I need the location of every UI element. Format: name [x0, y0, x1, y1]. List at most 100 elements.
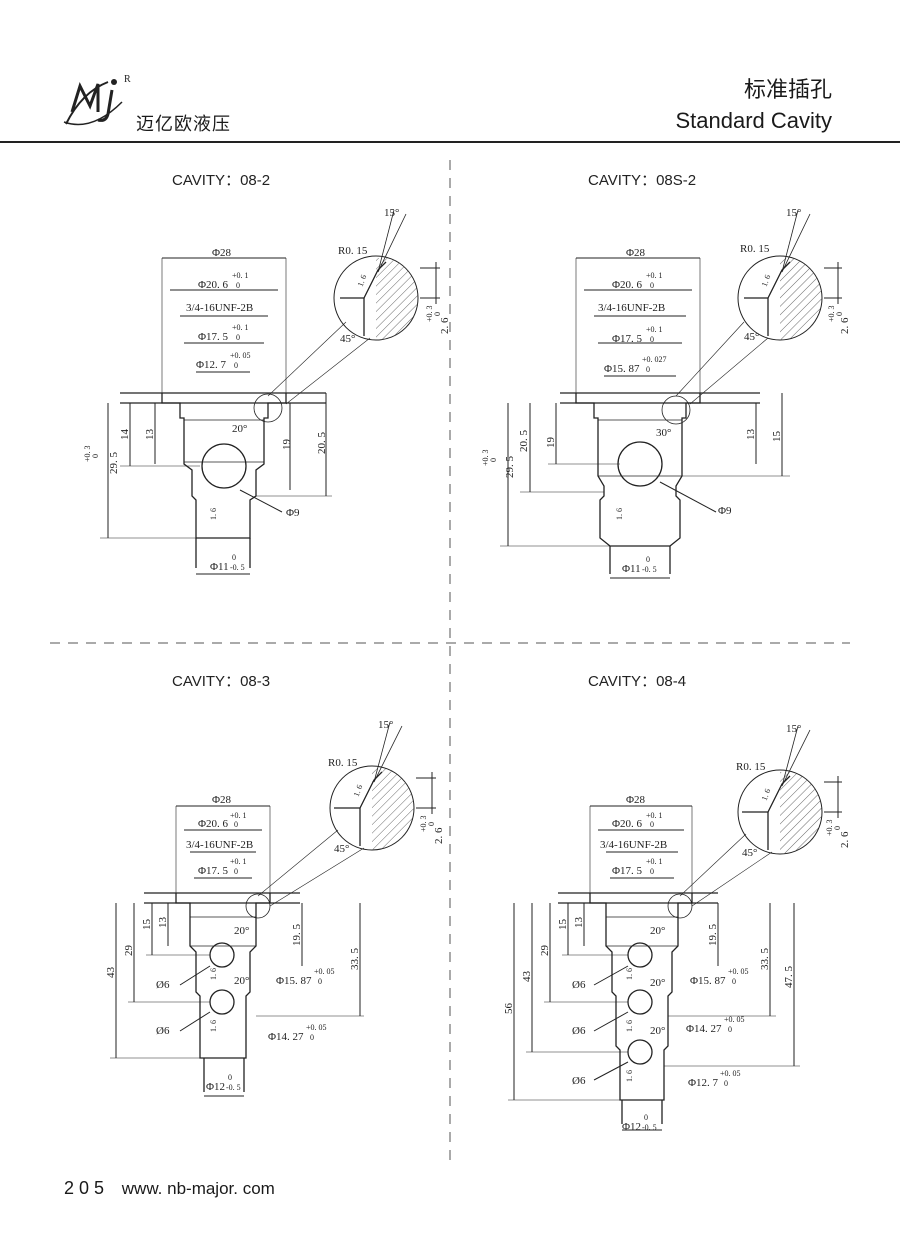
dim-tolerance: 0	[234, 361, 238, 370]
dim-tolerance: +0. 05	[724, 1015, 745, 1024]
dim-label: Φ9	[286, 507, 300, 519]
dim-label: Φ12	[622, 1121, 641, 1133]
dim-tolerance: +0. 027	[642, 355, 667, 364]
dim-tolerance: +0. 3	[825, 819, 834, 836]
dim-label: Φ11	[210, 561, 229, 573]
dim-label: Φ28	[626, 794, 646, 806]
page-title-en: Standard Cavity	[675, 108, 832, 133]
roughness-label: 1. 6	[356, 273, 369, 287]
dim-label: 56	[503, 1003, 515, 1015]
detail-angle: 15°	[786, 723, 801, 735]
dim-tolerance: 0	[835, 312, 844, 316]
dim-tolerance: +0. 05	[720, 1069, 741, 1078]
roughness-label: 1. 6	[625, 1020, 634, 1032]
dim-tolerance: 0	[489, 458, 498, 462]
dim-label: 20°	[234, 975, 249, 987]
dim-label: 13	[573, 917, 585, 929]
dim-tolerance: +0. 3	[481, 449, 490, 466]
dim-label: 15	[557, 919, 569, 931]
page-number: 205	[64, 1178, 110, 1198]
registered-mark: R	[124, 74, 131, 85]
dim-label: 33. 5	[349, 948, 361, 971]
dim-label: Φ15. 87	[604, 363, 640, 375]
dim-label: Φ17. 5	[612, 865, 643, 877]
dim-tolerance: 0	[427, 822, 436, 826]
dim-label: 3/4-16UNF-2B	[186, 839, 253, 851]
page-header: R 迈亿欧液压 标准插孔 Standard Cavity	[0, 0, 900, 145]
page-footer: 205 www. nb-major. com	[64, 1178, 275, 1199]
dim-tolerance: +0. 05	[230, 351, 251, 360]
dim-label: Φ14. 27	[268, 1031, 304, 1043]
dim-label: Φ9	[718, 505, 732, 517]
dim-label: 3/4-16UNF-2B	[186, 302, 253, 314]
dim-tolerance: +0. 1	[230, 811, 247, 820]
dim-label: 19. 5	[707, 924, 719, 947]
dim-label: 20. 5	[316, 432, 328, 455]
dim-label: 29. 5	[108, 452, 120, 475]
dim-tolerance: 0	[646, 365, 650, 374]
page-title-cn: 标准插孔	[743, 78, 832, 103]
dim-tolerance: +0. 1	[232, 323, 249, 332]
roughness-label: 1. 6	[625, 968, 634, 980]
dim-label: Φ17. 5	[612, 333, 643, 345]
dim-label: Ø6	[572, 979, 586, 991]
dim-label: 13	[144, 429, 156, 441]
dim-tolerance: +0. 3	[425, 305, 434, 322]
detail-dim: 2. 6	[839, 831, 851, 848]
roughness-label: 1. 6	[352, 783, 365, 797]
dim-label: 29	[123, 945, 135, 957]
detail-dim: 2. 6	[433, 827, 445, 844]
website-link[interactable]: www. nb-major. com	[121, 1179, 275, 1198]
dim-label: Φ15. 87	[276, 975, 312, 987]
detail-radius: R0. 15	[338, 245, 368, 257]
roughness-label: 1. 6	[625, 1070, 634, 1082]
dim-tolerance: 0	[724, 1079, 728, 1088]
dim-tolerance: 0	[236, 281, 240, 290]
dim-label: 43	[521, 971, 533, 983]
detail-angle: 15°	[786, 207, 801, 219]
dim-tolerance: 0	[318, 977, 322, 986]
dim-tolerance: 0	[650, 867, 654, 876]
dim-label: 47. 5	[783, 966, 795, 989]
dim-tolerance: 0	[234, 867, 238, 876]
dim-label: 13	[745, 429, 757, 441]
roughness-label: 1. 6	[209, 1020, 218, 1032]
dim-label: Φ11	[622, 563, 641, 575]
dim-label: 20°	[650, 925, 665, 937]
dim-label: 29	[539, 945, 551, 957]
dim-label: 3/4-16UNF-2B	[598, 302, 665, 314]
dim-label: 20°	[232, 423, 247, 435]
dim-tolerance: +0. 05	[314, 967, 335, 976]
dim-label: Φ17. 5	[198, 331, 229, 343]
company-logo: R	[63, 74, 131, 126]
dim-tolerance: 0	[728, 1025, 732, 1034]
dim-label: 15	[141, 919, 153, 931]
cavity-title: CAVITY：08-3	[172, 673, 270, 690]
dim-tolerance: +0. 1	[646, 325, 663, 334]
dim-label: Ø6	[572, 1075, 586, 1087]
dim-label: Φ14. 27	[686, 1023, 722, 1035]
cavity-title: CAVITY：08-4	[588, 673, 686, 690]
cavity-08-4: CAVITY：08-4	[503, 673, 851, 1133]
roughness-label: 1. 6	[615, 508, 624, 520]
dim-label: 19. 5	[291, 924, 303, 947]
dim-label: 33. 5	[759, 948, 771, 971]
dim-tolerance: +0. 1	[230, 857, 247, 866]
detail-angle: 45°	[742, 847, 757, 859]
dim-tolerance: 0	[732, 977, 736, 986]
detail-angle: 45°	[334, 843, 349, 855]
roughness-label: 1. 6	[209, 968, 218, 980]
dim-label: 14	[119, 429, 131, 441]
detail-angle: 15°	[378, 719, 393, 731]
dim-tolerance: +0. 05	[306, 1023, 327, 1032]
dim-label: Ø6	[156, 1025, 170, 1037]
dim-label: Φ20. 6	[198, 279, 229, 291]
dim-tolerance: 0	[646, 555, 650, 564]
dim-label: Φ12. 7	[196, 359, 227, 371]
dim-label: Ø6	[156, 979, 170, 991]
dim-label: Φ20. 6	[612, 279, 643, 291]
dim-label: Φ28	[626, 247, 646, 259]
dim-tolerance: -0. 5	[230, 563, 245, 572]
dim-tolerance: 0	[310, 1033, 314, 1042]
